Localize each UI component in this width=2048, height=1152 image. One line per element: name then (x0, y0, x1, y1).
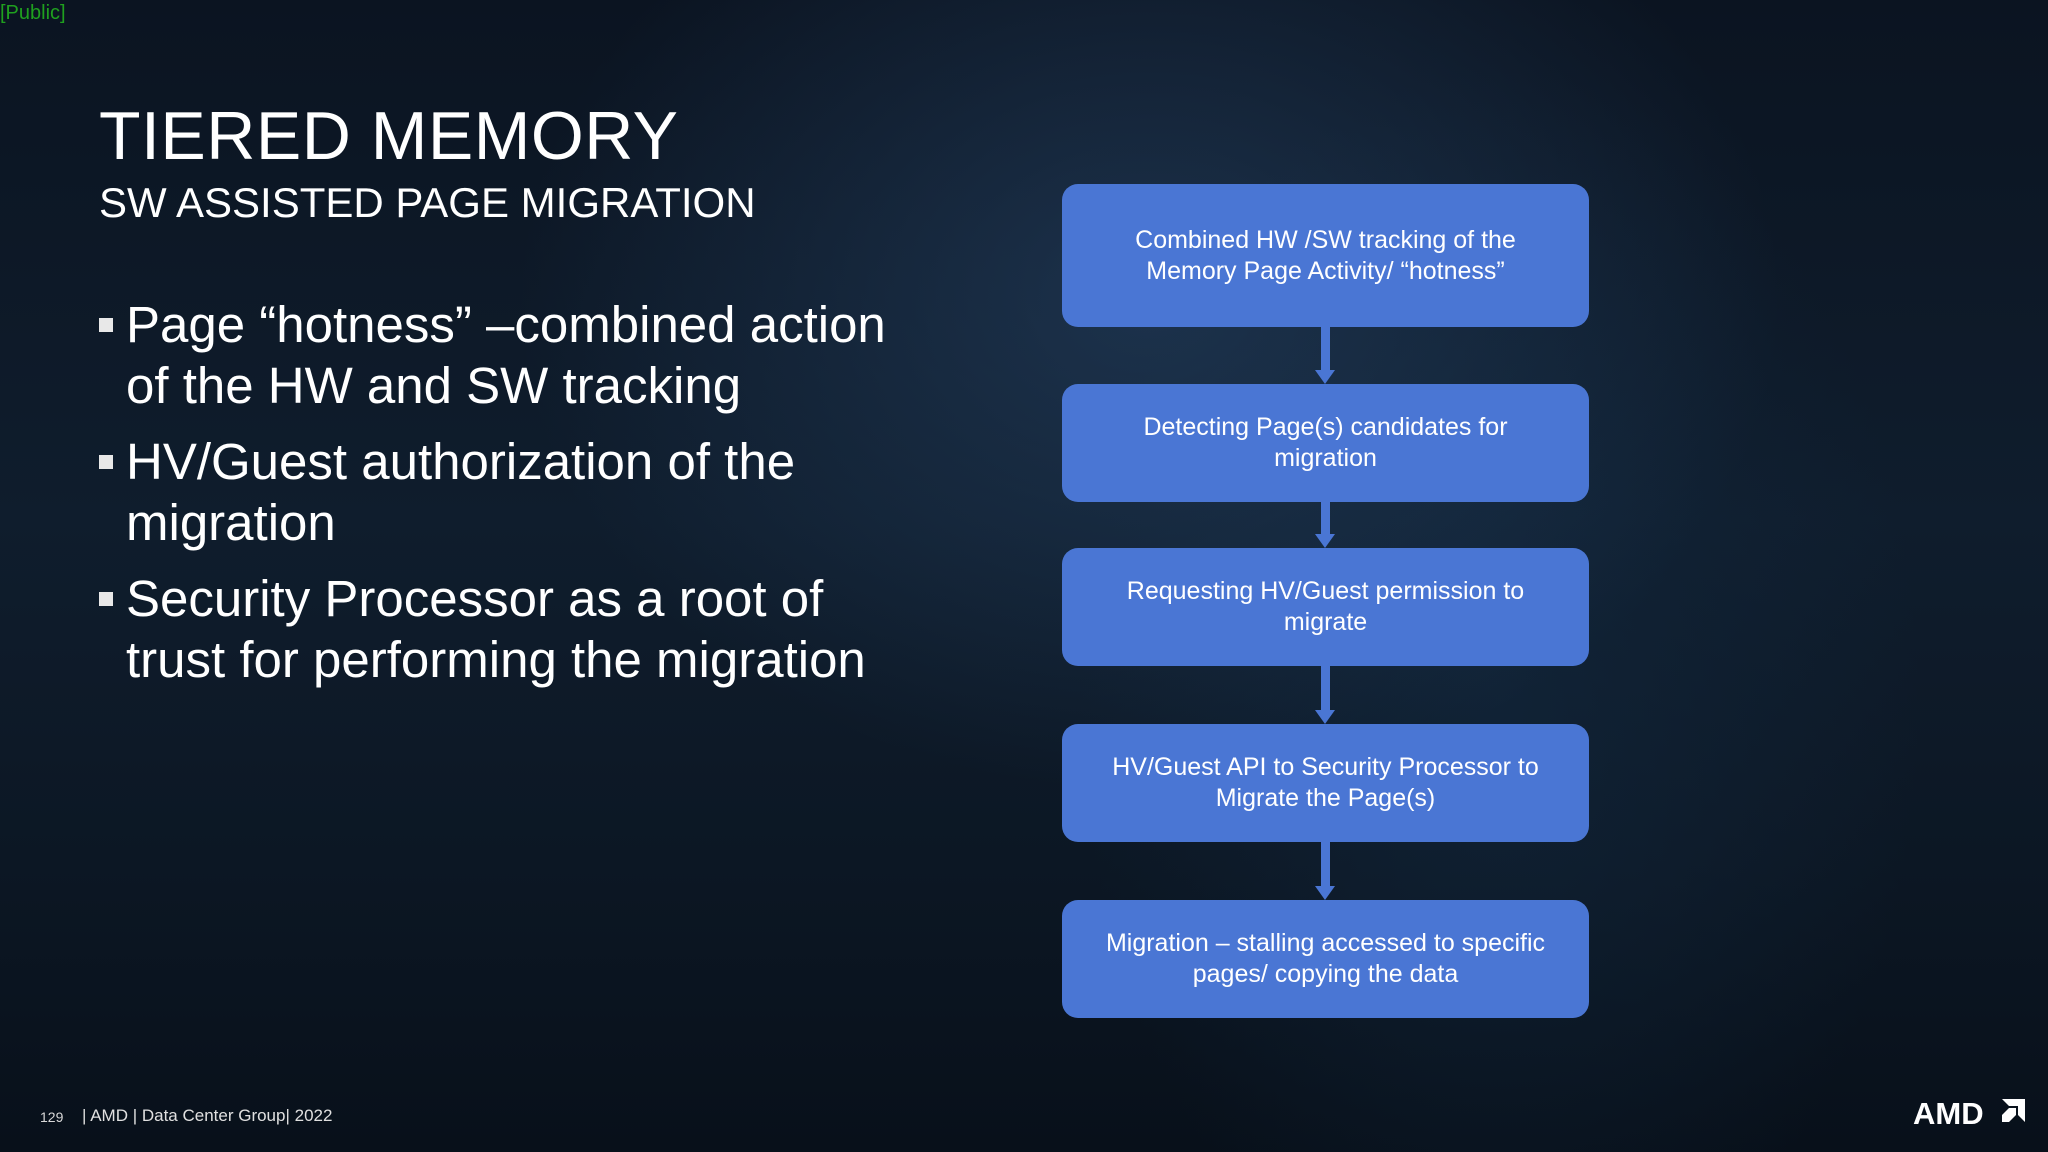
flow-step-label: Migration – stalling accessed to specifi… (1105, 929, 1546, 988)
flow-step-tracking: Combined HW /SW tracking of the Memory P… (1062, 184, 1589, 327)
arrow-down-icon (1315, 534, 1335, 548)
flow-step-migration: Migration – stalling accessed to specifi… (1062, 900, 1589, 1018)
arrow-down-icon (1315, 370, 1335, 384)
flow-arrow (1315, 666, 1335, 724)
slide-subtitle: SW ASSISTED PAGE MIGRATION (99, 179, 756, 226)
arrow-shaft (1321, 842, 1330, 887)
slide-title: TIERED MEMORY (99, 98, 679, 174)
logo-arrow-icon (2002, 1108, 2016, 1122)
square-bullet-icon (99, 318, 113, 332)
arrow-shaft (1321, 502, 1330, 535)
flow-step-label: HV/Guest API to Security Processor to Mi… (1112, 753, 1539, 812)
flow-step-label: Detecting Page(s) candidates for migrati… (1143, 413, 1508, 472)
flow-step-api: HV/Guest API to Security Processor to Mi… (1062, 724, 1589, 842)
logo-wordmark: AMD (1913, 1096, 1984, 1130)
square-bullet-icon (99, 592, 113, 606)
bullet-item: Page “hotness” –combined action of the H… (99, 294, 919, 416)
square-bullet-icon (99, 455, 113, 469)
footer-text: | AMD | Data Center Group| 2022 (82, 1106, 333, 1125)
bullet-item: Security Processor as a root of trust fo… (99, 568, 919, 690)
arrow-shaft (1321, 666, 1330, 711)
flow-step-requesting: Requesting HV/Guest permission to migrat… (1062, 548, 1589, 666)
arrow-shaft (1321, 327, 1330, 371)
arrow-down-icon (1315, 710, 1335, 724)
bullet-list: Page “hotness” –combined action of the H… (99, 294, 919, 705)
bullet-text: Page “hotness” –combined action of the H… (126, 296, 886, 414)
bullet-item: HV/Guest authorization of the migration (99, 431, 919, 553)
flow-step-label: Combined HW /SW tracking of the Memory P… (1135, 225, 1516, 285)
flow-arrow (1315, 842, 1335, 900)
flow-step-detecting: Detecting Page(s) candidates for migrati… (1062, 384, 1589, 502)
bullet-text: Security Processor as a root of trust fo… (126, 570, 866, 688)
amd-logo: AMD (1913, 1096, 2025, 1130)
page-number: 129 (40, 1109, 64, 1125)
bullet-text: HV/Guest authorization of the migration (126, 433, 796, 551)
flow-step-label: Requesting HV/Guest permission to migrat… (1126, 577, 1525, 636)
flow-arrow (1315, 502, 1335, 548)
arrow-down-icon (1315, 886, 1335, 900)
flow-arrow (1315, 327, 1335, 384)
classification-label: [Public] (0, 2, 66, 24)
logo-arrow-icon (2002, 1099, 2025, 1122)
